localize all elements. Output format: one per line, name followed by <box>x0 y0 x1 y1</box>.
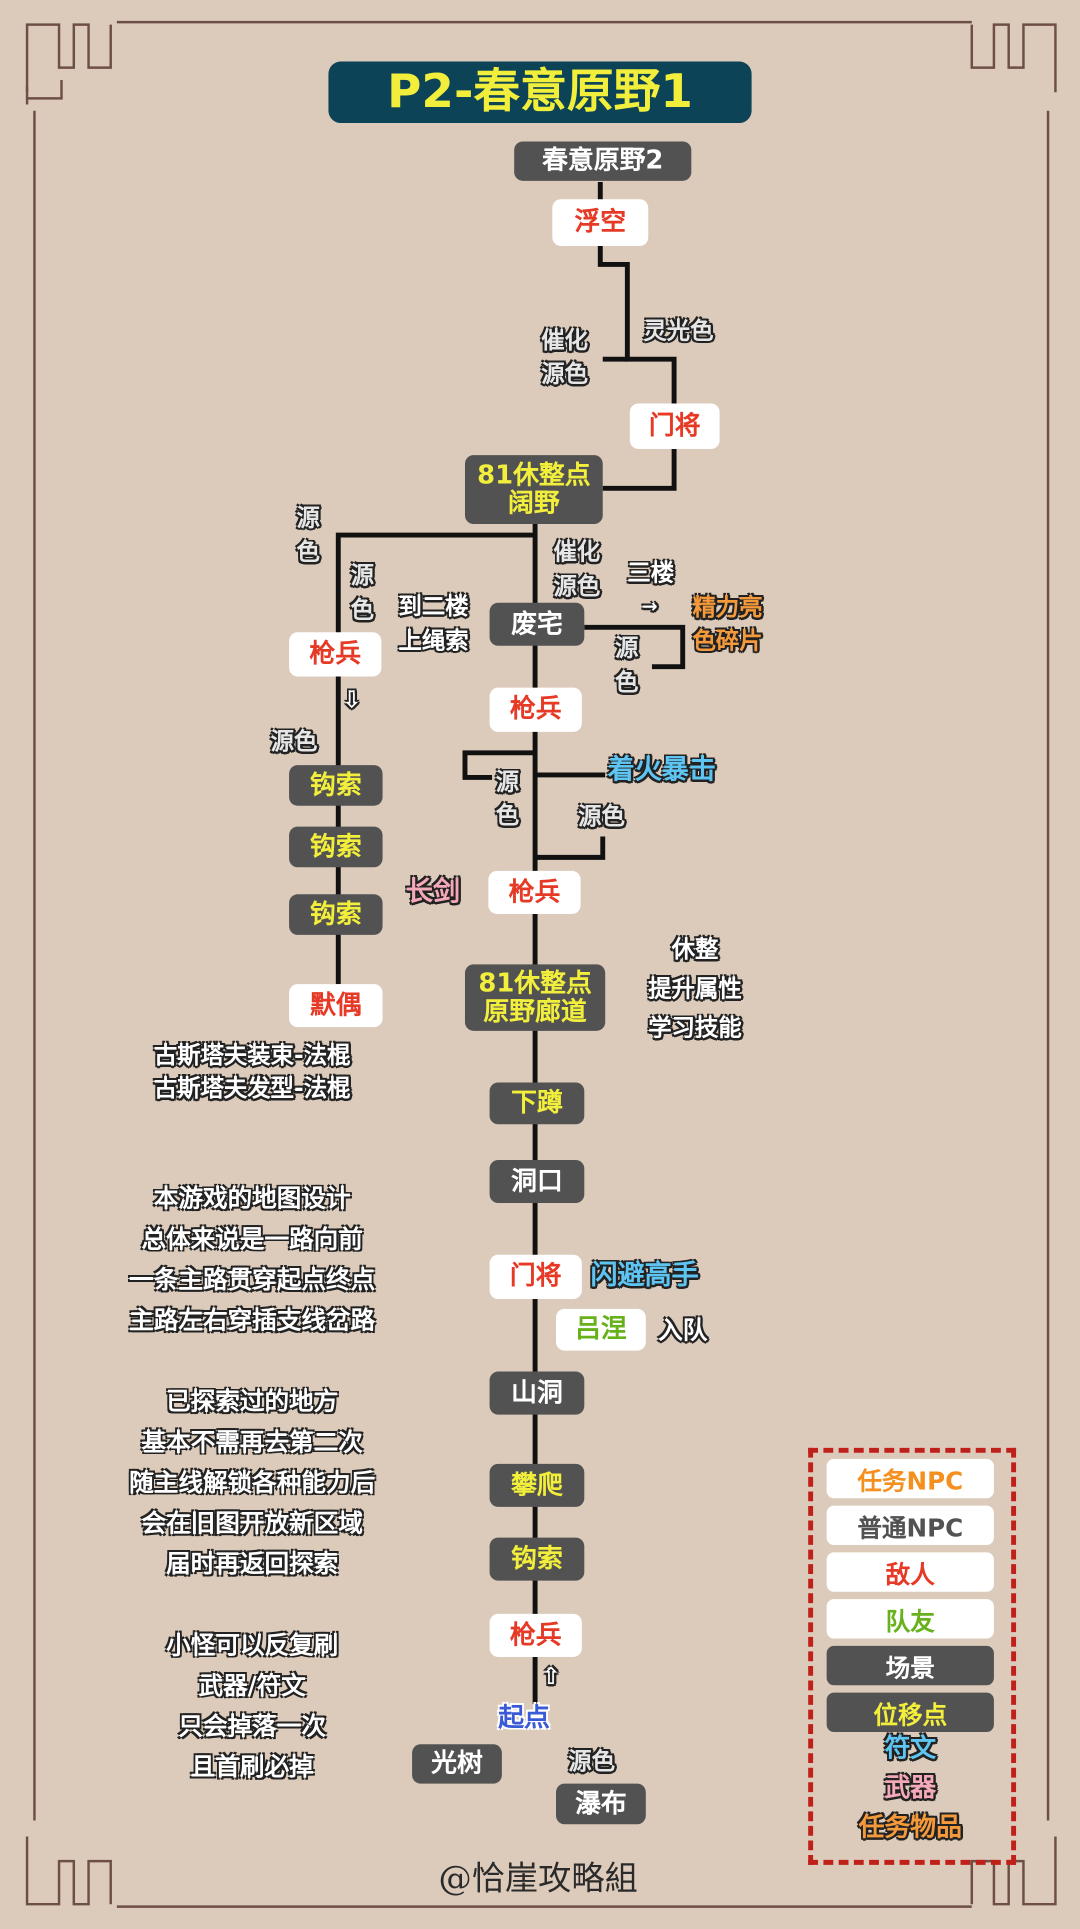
node-area2: 春意原野2 <box>514 141 692 181</box>
node-hook2: 钩索 <box>289 826 383 868</box>
label-shard-b: 色碎片 <box>692 627 763 655</box>
node-crouch: 下蹲 <box>489 1082 585 1125</box>
legend-box <box>808 1447 1017 1865</box>
page-title: P2-春意原野1 <box>328 61 752 124</box>
note-line: 且首刷必掉 <box>190 1751 314 1782</box>
label-shard-a: 精力亮 <box>692 594 763 622</box>
label-cuihua2b: 源色 <box>553 573 601 601</box>
note-line: 只会掉落一次 <box>178 1711 326 1741</box>
node-hook1: 钩索 <box>289 765 383 806</box>
note-block-2: 已探索过的地方基本不需再去第二次随主线解锁各种能力后会在旧图开放新区域届时再返回… <box>62 1381 443 1584</box>
label-rune-fire: 着火暴击 <box>607 755 716 787</box>
label-yuanse-h: 源色 <box>578 803 625 831</box>
note-line: 武器/符文 <box>198 1670 306 1700</box>
legend-quest-item: 任务物品 <box>858 1811 962 1842</box>
legend-rune: 符文 <box>884 1733 937 1763</box>
label-yuanse-fall: 源色 <box>568 1747 616 1776</box>
node-gate1-enemy: 门将 <box>629 403 720 449</box>
label-lingguang: 灵光色 <box>643 317 714 345</box>
note-line: 随主线解锁各种能力后 <box>129 1467 376 1498</box>
label-sword-weapon: 长剑 <box>405 877 461 908</box>
node-hook3: 钩索 <box>289 894 383 935</box>
legend-waypoint: 位移点 <box>826 1692 994 1732</box>
legend-quest-npc: 任务NPC <box>826 1458 994 1499</box>
legend-normal-npc: 普通NPC <box>826 1505 994 1546</box>
arrow-up-icon: ⇧ <box>541 1663 561 1691</box>
label-cuihua1-b: 源色 <box>541 360 589 388</box>
label-rest-info: 休整 <box>671 936 719 964</box>
node-rest2: 81休整点原野廊道 <box>464 964 606 1031</box>
label-yuanse-v2a: 源 <box>350 562 374 590</box>
legend-enemy: 敌人 <box>826 1552 994 1592</box>
node-lance-left: 枪兵 <box>289 632 382 677</box>
node-light-tree: 光树 <box>412 1744 502 1784</box>
label-outfit1: 古斯塔夫装束-法棍 <box>153 1041 351 1069</box>
label-outfit2: 古斯塔夫发型-法棍 <box>153 1075 351 1103</box>
node-ally-lvnie: 吕涅 <box>556 1308 646 1351</box>
rest1-name: 81休整点 <box>477 459 591 490</box>
node-ruin: 废宅 <box>489 602 585 646</box>
node-puppet-enemy: 默偶 <box>289 984 383 1028</box>
label-floor2b: 上绳索 <box>398 627 469 655</box>
label-yuanse-v2b: 色 <box>350 596 374 624</box>
node-waterfall: 瀑布 <box>556 1783 646 1825</box>
legend-weapon: 武器 <box>884 1772 937 1803</box>
node-lance3: 枪兵 <box>488 870 581 914</box>
label-yuanse-v1b: 色 <box>296 538 320 566</box>
node-gate2: 门将 <box>489 1254 582 1299</box>
node-rest1: 81休整点阔野 <box>464 455 603 525</box>
legend-scene: 场景 <box>826 1645 994 1686</box>
note-block-1: 本游戏的地图设计总体来说是一路向前一条主路贯穿起点终点主路左右穿插支线岔路 <box>62 1178 443 1340</box>
label-yuanse-v4a: 源 <box>495 768 520 796</box>
arrow-down-icon: ⇩ <box>341 686 362 714</box>
label-rune-dodge: 闪避高手 <box>590 1260 699 1292</box>
label-yuanse-v3a: 源 <box>615 634 639 662</box>
label-cuihua1-a: 催化 <box>541 327 589 355</box>
author-signature: @恰崖攻略組 <box>438 1859 638 1899</box>
note-line: 总体来说是一路向前 <box>141 1223 363 1254</box>
label-floor3: 三楼 <box>627 559 675 587</box>
note-line: 本游戏的地图设计 <box>153 1183 351 1213</box>
label-rest-info: 提升属性 <box>648 975 742 1003</box>
rest1-area: 阔野 <box>508 488 560 518</box>
note-block-3: 小怪可以反复刷武器/符文只会掉落一次且首刷必掉 <box>62 1625 443 1787</box>
label-yuanse-v4b: 色 <box>495 802 520 830</box>
arrow-right-icon: → <box>642 595 658 618</box>
note-line: 一条主路贯穿起点终点 <box>129 1264 376 1295</box>
node-cave-mouth: 洞口 <box>489 1159 585 1204</box>
node-hook4: 钩索 <box>489 1537 585 1581</box>
label-floor2a: 到二楼 <box>398 592 469 620</box>
node-lance2: 枪兵 <box>489 687 582 732</box>
note-line: 届时再返回探索 <box>166 1548 339 1579</box>
rest2-name: 81休整点 <box>478 967 592 998</box>
legend-ally: 队友 <box>826 1599 994 1639</box>
node-climb: 攀爬 <box>489 1463 585 1507</box>
note-line: 已探索过的地方 <box>166 1386 339 1416</box>
label-cuihua2a: 催化 <box>553 538 601 566</box>
node-start: 起点 <box>498 1702 550 1732</box>
note-line: 主路左右穿插支线岔路 <box>129 1305 376 1335</box>
note-line: 小怪可以反复刷 <box>166 1629 339 1660</box>
node-lance4: 枪兵 <box>489 1613 582 1657</box>
label-yuanse-left: 源色 <box>270 728 318 756</box>
label-join: 入队 <box>658 1314 708 1345</box>
node-cave: 山洞 <box>489 1371 585 1415</box>
rest2-area: 原野廊道 <box>483 996 587 1026</box>
decorative-frame <box>25 20 1057 1908</box>
label-yuanse-v3b: 色 <box>615 669 639 697</box>
label-rest-info: 学习技能 <box>648 1014 742 1042</box>
node-float-enemy: 浮空 <box>552 199 649 247</box>
note-line: 会在旧图开放新区域 <box>141 1508 363 1538</box>
label-yuanse-v1a: 源 <box>296 504 320 532</box>
note-line: 基本不需再去第二次 <box>141 1426 363 1457</box>
